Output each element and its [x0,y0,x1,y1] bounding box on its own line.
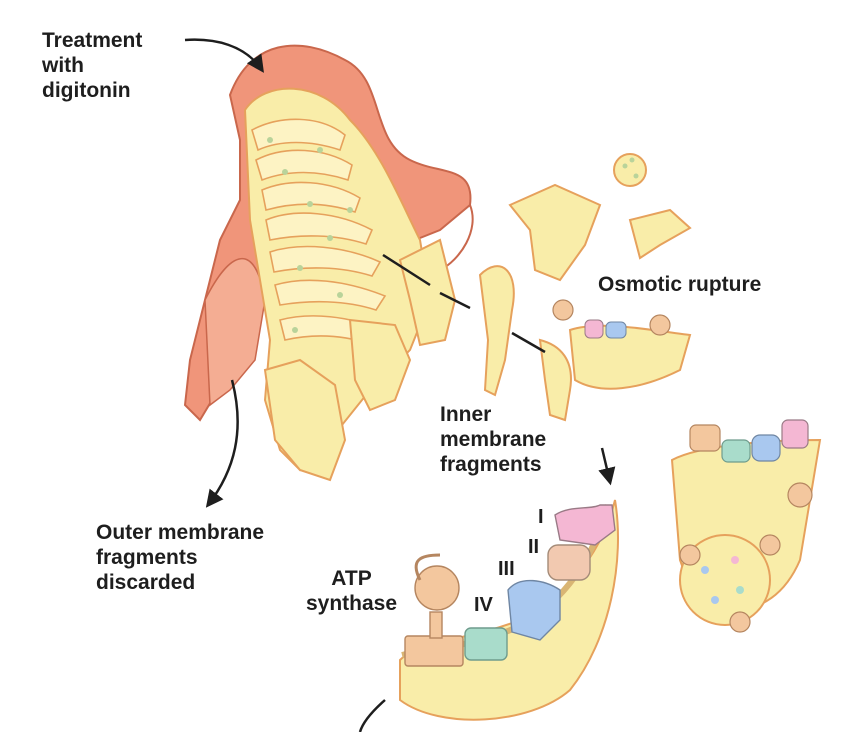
outer-membrane-label-line: fragments [96,546,198,569]
outer-discard-arrow [205,379,239,508]
inner-membrane-label-line: fragments [440,453,542,476]
complex-II-label: II [528,536,540,558]
outer-membrane-label: Outer membrane fragments discarded [96,520,264,595]
outer-membrane-label-line: discarded [96,571,196,594]
atp-synthase-label-line: synthase [306,592,398,615]
inner-fragments-arrow [598,447,616,486]
lower-fragments [263,238,572,482]
complex-IV-label: IV [474,594,493,616]
respiratory-complexes [404,504,616,667]
inner-membrane-label-line: membrane [440,428,547,451]
inner-membrane-label-line: Inner [440,403,492,426]
rupture-fragment [552,299,692,390]
complex-I-label: I [538,506,544,528]
inner-membrane-vesicle [679,534,781,633]
treatment-arrow [184,38,264,73]
treatment-label-line: digitonin [42,79,131,102]
inner-membrane-label: Inner membrane fragments [440,402,546,477]
treatment-label-line: with [42,54,84,77]
upper-right-fragments [508,153,692,282]
leader-lines [382,253,546,354]
bottom-arrow [358,699,386,732]
osmotic-rupture-label: Osmotic rupture [598,273,762,296]
treatment-label: Treatment with digitonin [42,28,142,103]
arrows [184,38,616,732]
atp-synthase-label: ATP synthase [306,566,397,616]
outer-membrane-label-line: Outer membrane [96,521,265,544]
atp-synthase-label-line: ATP [331,567,372,590]
treatment-label-line: Treatment [42,29,143,52]
complex-III-label: III [498,558,515,580]
